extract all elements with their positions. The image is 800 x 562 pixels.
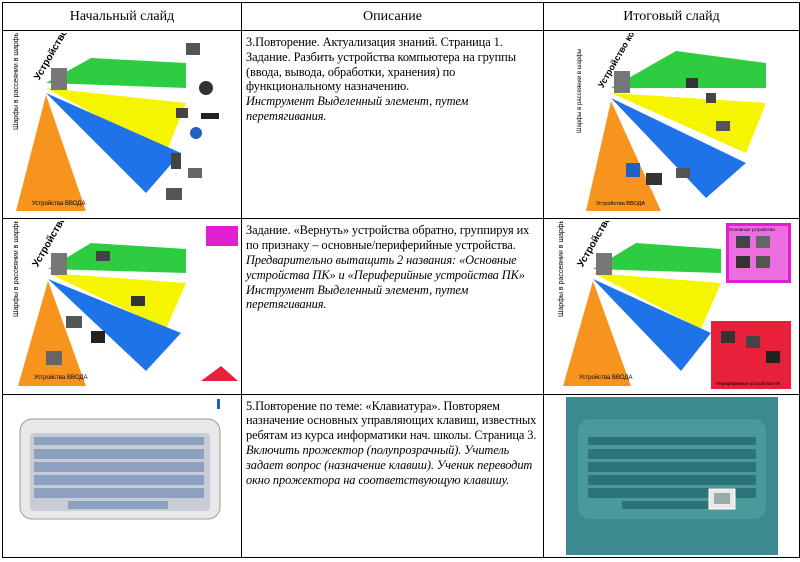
start-slide-cell: Шарфы в рассеянии в шарфы Устройство ком… [2, 218, 242, 395]
final-slide-cell [543, 393, 800, 559]
description-instruction: Инструмент Выделенный элемент, путем пер… [246, 94, 469, 123]
final-slide-cell: Основные устройства Периферийные устройс… [543, 218, 800, 395]
svg-text:Шарфы в рассеянии в шарфы: Шарфы в рассеянии в шарфы [13, 221, 20, 317]
slide-thumbnail-devices-final: Шарфы в рассеянии в шарфы Устройство ком… [565, 33, 778, 216]
description-cell: Задание. «Вернуть» устройства обратно, г… [241, 218, 544, 395]
description-instruction: Предварительно вытащить 2 названия: «Осн… [246, 252, 525, 282]
header-start-slide: Начальный слайд [2, 2, 242, 31]
svg-text:Шарфы в рассеянии в шарфы: Шарфы в рассеянии в шарфы [558, 221, 565, 317]
description-cell: 3.Повторение. Актуализация знаний. Стран… [241, 29, 544, 220]
description-cell: 5.Повторение по теме: «Клавиатура». Повт… [241, 393, 544, 559]
description-text: Задание. «Вернуть» устройства обратно, г… [246, 223, 530, 253]
label-main: Основные устройства [729, 226, 775, 232]
svg-text:Устройства ВВОДА: Устройства ВВОДА [596, 200, 645, 207]
svg-text:Шарфы в рассеянии в шарфы: Шарфы в рассеянии в шарфы [577, 49, 583, 133]
final-slide-cell: Шарфы в рассеянии в шарфы Устройство ком… [543, 29, 800, 220]
header-final-slide: Итоговый слайд [543, 2, 800, 31]
slide-thumbnail-grouping-final: Основные устройства Периферийные устройс… [550, 221, 793, 392]
table-row: Шарфы в рассеянии в шарфы Устройство ком… [2, 29, 800, 220]
slide-thumbnail-grouping-start: Шарфы в рассеянии в шарфы Устройство ком… [6, 221, 238, 392]
keyboard-slide-projector [565, 396, 778, 555]
description-instruction: Включить прожектор (полупрозрачный). Учи… [246, 443, 533, 487]
description-text: 3.Повторение. Актуализация знаний. Стран… [246, 35, 516, 94]
description-text: 5.Повторение по теме: «Клавиатура». Повт… [246, 398, 537, 443]
table-row: 5.Повторение по теме: «Клавиатура». Повт… [2, 393, 800, 559]
keyboard-slide-start [8, 396, 236, 547]
label-input: Устройства ВВОДА [32, 200, 85, 207]
label-periph: Периферийные устройства ПК [716, 380, 781, 386]
description-tool: Инструмент Выделенный элемент, путем пер… [246, 282, 469, 312]
slide-side-label: Шарфы в рассеянии в шарфы [13, 33, 20, 130]
start-slide-cell: Шарфы в рассеянии в шарфы Устройство ком… [2, 29, 242, 220]
table-row: Шарфы в рассеянии в шарфы Устройство ком… [2, 218, 800, 395]
start-slide-cell [2, 393, 242, 559]
svg-text:Устройства ВВОДА: Устройства ВВОДА [579, 374, 632, 381]
svg-text:Устройства ВВОДА: Устройства ВВОДА [34, 374, 87, 381]
slide-thumbnail-devices-start: Шарфы в рассеянии в шарфы Устройство ком… [6, 33, 238, 216]
header-row: Начальный слайд Описание Итоговый слайд [2, 2, 800, 31]
header-description: Описание [241, 2, 544, 31]
